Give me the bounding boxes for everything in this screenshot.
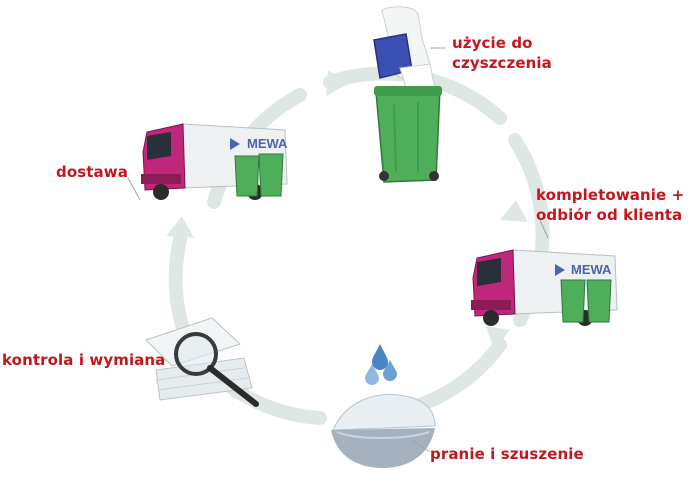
truck-brand: MEWA <box>247 136 288 151</box>
delivery-truck-icon: MEWA <box>471 249 618 326</box>
step-label-line: kontrola i wymiana <box>2 351 166 369</box>
delivery-truck-icon: MEWA <box>141 123 288 200</box>
magnifying-glass-icon <box>145 317 259 407</box>
arrow-icon <box>486 326 510 350</box>
step-label-collection: kompletowanie + odbiór od klienta <box>536 185 684 225</box>
step-label-line: dostawa <box>56 163 128 181</box>
step-label-line: użycie do <box>452 34 533 52</box>
step-label-line: kompletowanie + <box>536 186 685 204</box>
truck-brand: MEWA <box>571 262 612 277</box>
step-label-use: użycie do czyszczenia <box>452 33 552 73</box>
step-label-line: czyszczenia <box>452 54 552 72</box>
arrow-icon <box>326 70 348 96</box>
step-label-inspection: kontrola i wymiana <box>2 350 165 370</box>
step-label-line: pranie i szuszenie <box>430 445 584 463</box>
arrow-icon <box>500 200 528 222</box>
water-drops-icon <box>331 344 436 468</box>
step-label-delivery: dostawa <box>56 162 128 182</box>
step-label-line: odbiór od klienta <box>536 206 683 224</box>
waste-bin-icon <box>373 6 442 183</box>
arrow-icon <box>166 216 194 238</box>
step-label-washing: pranie i szuszenie <box>430 444 584 464</box>
